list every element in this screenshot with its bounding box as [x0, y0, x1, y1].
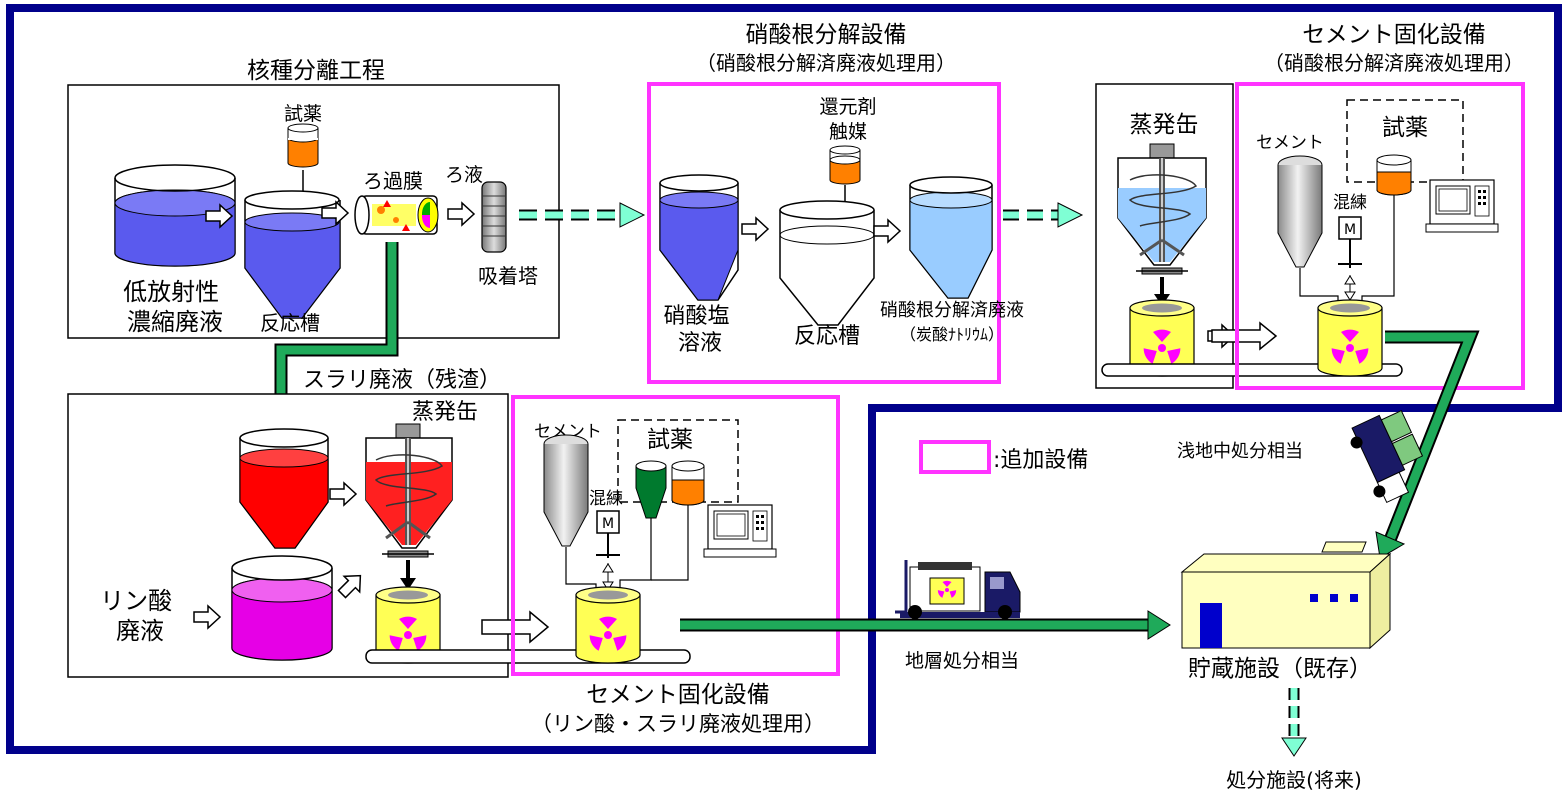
radiation-controlled-boundary [6, 4, 1562, 754]
slurry-tank [239, 428, 329, 549]
nitrate-title: 硝酸根分解設備 [746, 22, 907, 48]
reagent-upper-dashed-box [1346, 99, 1464, 183]
flow-arrow-icon [1211, 321, 1278, 351]
motor-lower-label: M [602, 516, 614, 532]
evaporator-upper-label: 蒸発缶 [1130, 112, 1199, 138]
phosphoric-label: リン酸 廃液 [100, 587, 180, 645]
feed-line [619, 518, 652, 594]
reaction-tank [244, 190, 341, 319]
reaction-tank-2-label: 反応槽 [794, 324, 860, 349]
legend-label: :追加設備 [993, 448, 1088, 473]
filter-membrane [354, 195, 439, 235]
storage-facility-label: 貯蔵施設（既存） [1188, 656, 1372, 682]
shallow-disposal-label: 浅地中処分相当 [1177, 441, 1303, 462]
filtrate-label: ろ液 [445, 164, 483, 186]
slurry-label: スラリ廃液（残渣） [303, 368, 501, 393]
arrowhead-icon [1147, 610, 1171, 640]
reaction-tank-label: 反応槽 [260, 311, 320, 335]
cement-lower-box [511, 395, 840, 676]
decomposed-waste-tank [909, 176, 993, 299]
truck-icon [1350, 409, 1424, 504]
reductant-label: 還元剤 [819, 96, 876, 118]
forklift-icon [895, 560, 1021, 619]
filter-membrane-label: ろ過膜 [363, 169, 423, 193]
nitrate-subtitle: （硝酸根分解済廃液処理用） [696, 51, 956, 75]
low-level-waste-label: 低放射性 濃縮廃液 [123, 278, 227, 336]
legend-swatch [919, 440, 991, 474]
decomposed-waste-label: 硝酸根分解済廃液 [880, 300, 1024, 321]
reagent-upper-label: 試薬 [1382, 115, 1428, 141]
evaporator-lower-label: 蒸発缶 [412, 400, 478, 425]
arrowhead-icon [1281, 737, 1307, 757]
arrowhead-icon [1375, 531, 1406, 559]
cement-upper-subtitle: （硝酸根分解済廃液処理用） [1264, 51, 1524, 75]
arrowhead-icon [602, 581, 614, 591]
mixing-lower-label: 混練 [589, 489, 623, 509]
arrowhead-icon [602, 563, 614, 573]
cement-lower-subtitle: （リン酸・スラリ廃液処理用） [531, 712, 825, 736]
low-level-waste-tank [114, 164, 236, 267]
separation-title: 核種分離工程 [247, 58, 385, 84]
waste-drum-icon [1318, 300, 1382, 376]
reagent-lower-green-tank [635, 460, 667, 519]
arrowhead-icon [1344, 291, 1356, 301]
sodium-carbonate-label: （炭酸ﾅﾄﾘｳﾑ） [900, 325, 1004, 344]
reagent-tank [287, 123, 319, 168]
feed-line [651, 505, 689, 581]
reagent-lower-orange-tank [671, 460, 705, 506]
mixer-shaft [1338, 239, 1362, 268]
reductant-catalyst-tank [829, 145, 861, 185]
slurry-flow-arrow [276, 242, 397, 414]
waste-drum-icon [576, 587, 640, 663]
disposal-facility-label: 処分施設(将来) [1226, 768, 1362, 792]
geological-disposal-label: 地層処分相当 [905, 650, 1019, 672]
motor-upper-label: M [1344, 222, 1356, 238]
cement-silo-icon [1277, 155, 1323, 268]
arrowhead-icon [1057, 202, 1084, 228]
cement-upper-box [1235, 82, 1525, 390]
feed-line [1299, 268, 1339, 306]
cement-silo-icon [543, 434, 589, 547]
green-flow-arrow [1385, 332, 1477, 542]
cement-upper-title: セメント固化設備 [1302, 22, 1486, 48]
reagent-lower-label: 試薬 [647, 427, 693, 453]
computer-icon [1425, 179, 1499, 233]
storage-building-icon [1180, 541, 1392, 650]
cement-lower-title: セメント固化設備 [586, 682, 770, 708]
conveyor-lower [365, 649, 691, 664]
evaporator-upper [1117, 143, 1207, 275]
reagent-upper-tank [1376, 154, 1412, 196]
arrowhead-icon [1344, 275, 1356, 285]
cement-upper-label: セメント [1256, 133, 1324, 153]
reaction-tank-2 [779, 200, 875, 326]
computer-icon [703, 504, 777, 558]
evaporator-lower [365, 423, 453, 558]
feed-line [565, 547, 597, 594]
reagent-label: 試薬 [284, 103, 322, 125]
adsorption-tower-label: 吸着塔 [478, 264, 538, 288]
catalyst-label: 触媒 [829, 121, 867, 143]
arrowhead-icon [619, 202, 646, 228]
phosphoric-tank [231, 555, 333, 661]
arrowhead-icon [400, 578, 416, 590]
mixing-upper-label: 混練 [1333, 193, 1367, 213]
nitrate-solution-label: 硝酸塩 溶液 [663, 304, 736, 356]
nitrate-solution-tank [659, 174, 739, 301]
adsorption-tower [481, 181, 507, 253]
mixer-shaft [596, 533, 620, 558]
